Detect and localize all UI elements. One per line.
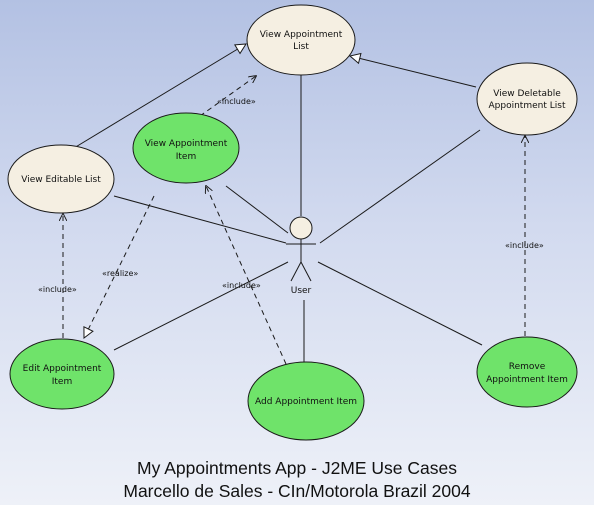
actor-head-icon (289, 216, 313, 240)
diagram-caption-author: Marcello de Sales - CIn/Motorola Brazil … (123, 481, 471, 501)
usecase-label: Appointment Item (486, 375, 568, 385)
diagram-caption-title: My Appointments App - J2ME Use Cases (137, 458, 457, 478)
usecase-label: Add Appointment Item (255, 397, 357, 407)
usecase-label: View Appointment (260, 30, 343, 40)
include-label-remove-deletable: «include» (505, 241, 544, 250)
include-label-add-item: «include» (222, 281, 261, 290)
actor-user[interactable] (286, 216, 316, 282)
usecase-label: Item (52, 377, 73, 387)
usecase-label: Remove (509, 362, 546, 372)
usecase-view-appointment-item[interactable]: View Appointment Item (132, 112, 240, 184)
assoc-user-editable-list (113, 195, 287, 244)
include-add-to-item (206, 186, 287, 365)
assoc-user-view-item (225, 185, 289, 234)
usecase-label: Edit Appointment (23, 364, 102, 374)
usecase-label: View Appointment (145, 139, 228, 149)
realize-edit-to-item (84, 195, 155, 338)
assoc-user-deletable-list (319, 129, 481, 244)
usecase-label: View Deletable (493, 89, 561, 99)
include-item-to-list (199, 76, 256, 117)
realize-label-edit-item: «realize» (102, 269, 138, 278)
usecase-label: View Editable List (21, 175, 101, 185)
actor-label: User (291, 286, 312, 296)
usecase-label: Appointment List (489, 101, 566, 111)
include-label-edit-editable: «include» (38, 285, 77, 294)
usecase-label: Item (176, 152, 197, 162)
generalization-editable-to-list (73, 44, 246, 149)
usecase-view-deletable-list[interactable]: View Deletable Appointment List (476, 62, 578, 136)
usecase-edit-appointment-item[interactable]: Edit Appointment Item (9, 338, 115, 410)
generalization-deletable-to-list (350, 56, 477, 88)
usecase-view-appointment-list[interactable]: View Appointment List (246, 4, 356, 76)
usecase-add-appointment-item[interactable]: Add Appointment Item (247, 361, 365, 441)
assoc-user-edit-item (113, 261, 289, 351)
usecase-remove-appointment-item[interactable]: Remove Appointment Item (476, 336, 578, 408)
include-label-item-list: «include» (217, 97, 256, 106)
usecase-label: List (293, 42, 309, 52)
assoc-user-remove-item (317, 261, 483, 346)
usecase-view-editable-list[interactable]: View Editable List (7, 144, 115, 214)
